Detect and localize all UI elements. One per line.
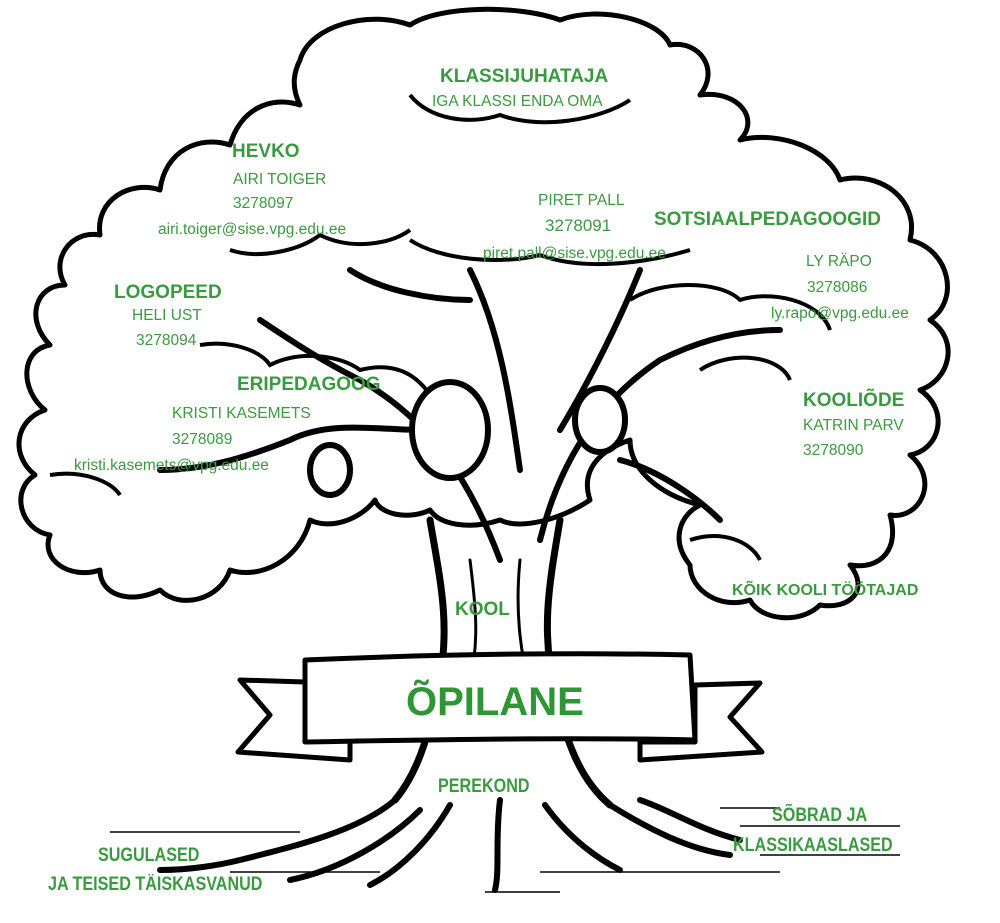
tree-crown: [16, 6, 951, 621]
group-line: PIRET PALL: [538, 192, 625, 209]
group-line: 3278091: [545, 216, 612, 235]
group-title-eripedagoog: ERIPEDAGOOG: [237, 374, 381, 395]
group-line: 3278086: [807, 279, 868, 296]
group-line: IGA KLASSI ENDA OMA: [432, 93, 603, 110]
trunk-label: KOOL: [455, 599, 510, 620]
group-line-email: ly.rapo@vpg.edu.ee: [771, 305, 909, 322]
group-line-email: airi.toiger@sise.vpg.edu.ee: [158, 221, 347, 238]
group-line: 3278097: [233, 195, 294, 212]
group-title-koik-kooli-tootajad: KÕIK KOOLI TÖÖTAJAD: [732, 582, 919, 599]
group-line: AIRI TOIGER: [233, 171, 327, 188]
group-line: HELI UST: [132, 307, 202, 324]
root-label-klassikaaslased: KLASSIKAASLASED: [733, 835, 893, 856]
tree-roots: [157, 797, 743, 893]
crown-inner-lines: [49, 93, 832, 562]
root-label-sobrad: SÕBRAD JA: [772, 805, 868, 826]
group-line: 3278090: [803, 442, 864, 459]
root-label-sugulased: SUGULASED: [98, 845, 200, 866]
trunk-knots: [307, 379, 628, 498]
group-line: KATRIN PARV: [803, 417, 904, 434]
group-title-hevko: HEVKO: [232, 141, 300, 162]
group-line: 3278089: [172, 431, 233, 448]
banner-ribbon: [235, 651, 765, 763]
group-line: LY RÄPO: [806, 253, 872, 270]
group-line-email: piret.pall@sise.vpg.edu.ee: [483, 245, 666, 262]
root-ground-lines: [110, 807, 900, 893]
group-title-klassijuhataja: KLASSIJUHATAJA: [440, 66, 609, 87]
group-line: 3278094: [136, 332, 197, 349]
root-label-perekond: PEREKOND: [438, 776, 530, 797]
center-banner-label: ÕPILANE: [406, 680, 584, 724]
group-title-logopeed: LOGOPEED: [114, 282, 222, 303]
group-line: KRISTI KASEMETS: [172, 405, 311, 422]
group-line-email: kristi.kasemets@vpg.edu.ee: [74, 457, 269, 474]
tree-branches: [157, 267, 783, 563]
root-label-taiskasvanud: JA TEISED TÄISKASVANUD: [48, 874, 263, 895]
group-title-kooliode: KOOLIÕDE: [803, 390, 905, 411]
group-title-sotsiaalpedagoogid: SOTSIAALPEDAGOOGID: [654, 209, 881, 230]
